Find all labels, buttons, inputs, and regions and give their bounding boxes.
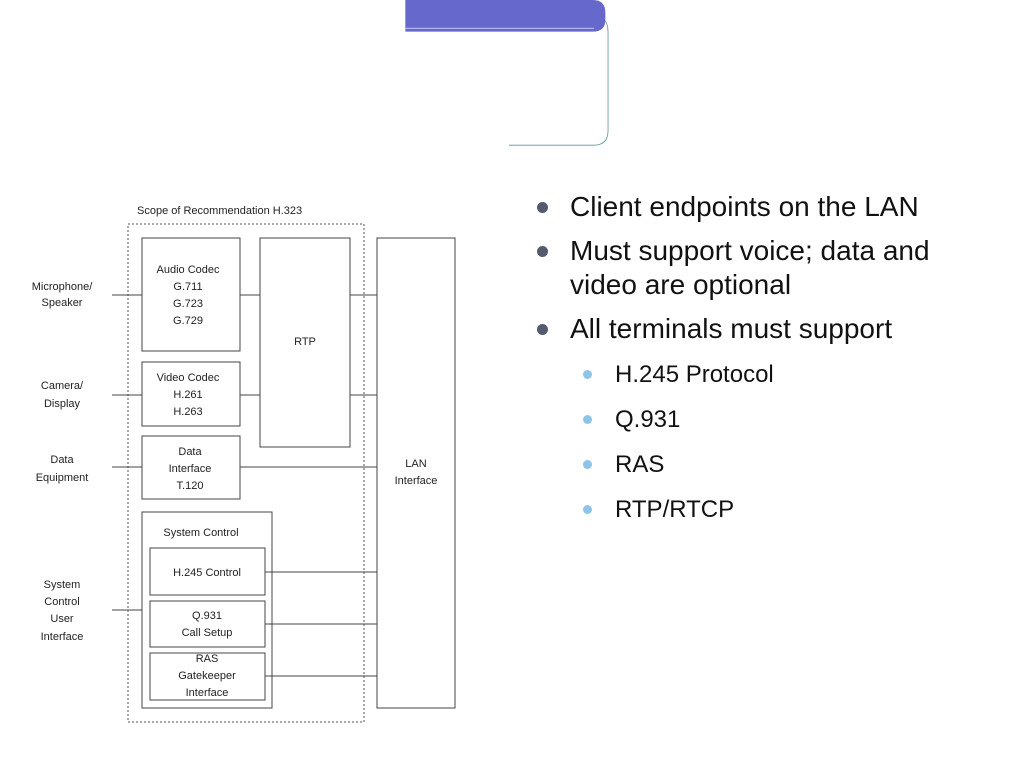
svg-text:G.729: G.729 xyxy=(173,315,203,327)
content-frame xyxy=(508,18,609,146)
svg-text:Data: Data xyxy=(50,454,74,466)
sub-bullet-dot-icon xyxy=(583,505,592,514)
external-data-equipment: Data Equipment xyxy=(36,454,89,484)
bullet-dot-icon xyxy=(537,246,548,257)
scope-label: Scope of Recommendation H.323 xyxy=(137,205,302,217)
sub-bullet-dot-icon xyxy=(583,415,592,424)
svg-text:T.120: T.120 xyxy=(177,480,204,492)
svg-text:Interface: Interface xyxy=(395,475,438,487)
bullet-item: Must support voice; data and video are o… xyxy=(533,234,963,302)
svg-text:Gatekeeper: Gatekeeper xyxy=(178,670,236,682)
sub-bullet-item: RTP/RTCP xyxy=(533,495,963,524)
sub-bullet-text: H.245 Protocol xyxy=(615,361,774,388)
sub-bullet-item: Q.931 xyxy=(533,405,963,434)
svg-text:Data: Data xyxy=(178,446,202,458)
bullet-item: Client endpoints on the LAN xyxy=(533,190,963,224)
svg-text:Interface: Interface xyxy=(186,687,229,699)
data-interface-text: Data Interface T.120 xyxy=(169,446,212,492)
sub-bullet-item: RAS xyxy=(533,450,963,479)
rtp-label: RTP xyxy=(294,336,316,348)
svg-text:User: User xyxy=(50,613,74,625)
slide-title: Components - Terminals xyxy=(33,43,639,106)
bullet-text: All terminals must support xyxy=(570,313,893,344)
sub-bullet-text: RAS xyxy=(615,451,665,478)
ras-text: RAS Gatekeeper Interface xyxy=(178,653,236,699)
internal-connector-lines xyxy=(240,294,377,677)
svg-text:Equipment: Equipment xyxy=(36,472,89,484)
svg-text:Control: Control xyxy=(44,596,79,608)
svg-text:RAS: RAS xyxy=(196,653,219,665)
h245-control-label: H.245 Control xyxy=(173,567,241,579)
svg-text:Microphone/: Microphone/ xyxy=(32,281,93,293)
svg-text:G.711: G.711 xyxy=(173,281,202,293)
svg-text:Q.931: Q.931 xyxy=(192,610,222,622)
q931-box xyxy=(149,600,266,648)
rtp-box xyxy=(259,237,351,448)
bullet-text: Client endpoints on the LAN xyxy=(570,191,919,222)
audio-codec-text: Audio Codec G.711 G.723 G.729 xyxy=(157,264,220,327)
svg-text:Interface: Interface xyxy=(41,631,84,643)
scope-boundary xyxy=(127,223,365,723)
bullet-item: All terminals must support xyxy=(533,312,963,346)
svg-text:H.263: H.263 xyxy=(173,406,202,418)
svg-text:Video Codec: Video Codec xyxy=(157,372,220,384)
svg-text:Camera/: Camera/ xyxy=(41,380,84,392)
video-codec-text: Video Codec H.261 H.263 xyxy=(157,372,220,418)
sub-bullet-text: Q.931 xyxy=(615,406,681,433)
sub-bullet-item: H.245 Protocol xyxy=(533,360,963,389)
external-mic-speaker: Microphone/ Speaker xyxy=(32,281,93,309)
audio-codec-box xyxy=(141,237,241,352)
title-band xyxy=(405,0,609,146)
external-system-control-ui: System Control User Interface xyxy=(41,579,84,643)
external-connector-lines xyxy=(112,294,142,611)
title-background xyxy=(405,0,606,32)
lan-interface-text: LAN Interface xyxy=(395,458,438,487)
video-codec-box xyxy=(141,361,241,427)
svg-text:Interface: Interface xyxy=(169,463,212,475)
lan-interface-box xyxy=(376,237,456,709)
bullet-dot-icon xyxy=(537,324,548,335)
ras-box xyxy=(149,652,266,701)
svg-text:H.261: H.261 xyxy=(173,389,202,401)
bullet-list: Client endpoints on the LAN Must support… xyxy=(533,190,963,540)
sub-bullet-dot-icon xyxy=(583,370,592,379)
sub-bullet-text: RTP/RTCP xyxy=(615,496,735,523)
svg-text:LAN: LAN xyxy=(405,458,426,470)
svg-text:G.723: G.723 xyxy=(173,298,203,310)
external-camera-display: Camera/ Display xyxy=(41,380,84,410)
svg-text:Display: Display xyxy=(44,398,81,410)
svg-text:Audio Codec: Audio Codec xyxy=(157,264,220,276)
q931-text: Q.931 Call Setup xyxy=(182,610,233,639)
system-control-label: System Control xyxy=(163,527,238,539)
svg-text:Call Setup: Call Setup xyxy=(182,627,233,639)
h323-terminal-diagram: Scope of Recommendation H.323 Microphone… xyxy=(32,205,456,723)
bullet-dot-icon xyxy=(537,202,548,213)
svg-text:System: System xyxy=(44,579,81,591)
data-interface-box xyxy=(141,435,241,500)
bullet-text: Must support voice; data and video are o… xyxy=(570,235,930,300)
svg-text:Speaker: Speaker xyxy=(42,297,83,309)
sub-bullet-dot-icon xyxy=(583,460,592,469)
